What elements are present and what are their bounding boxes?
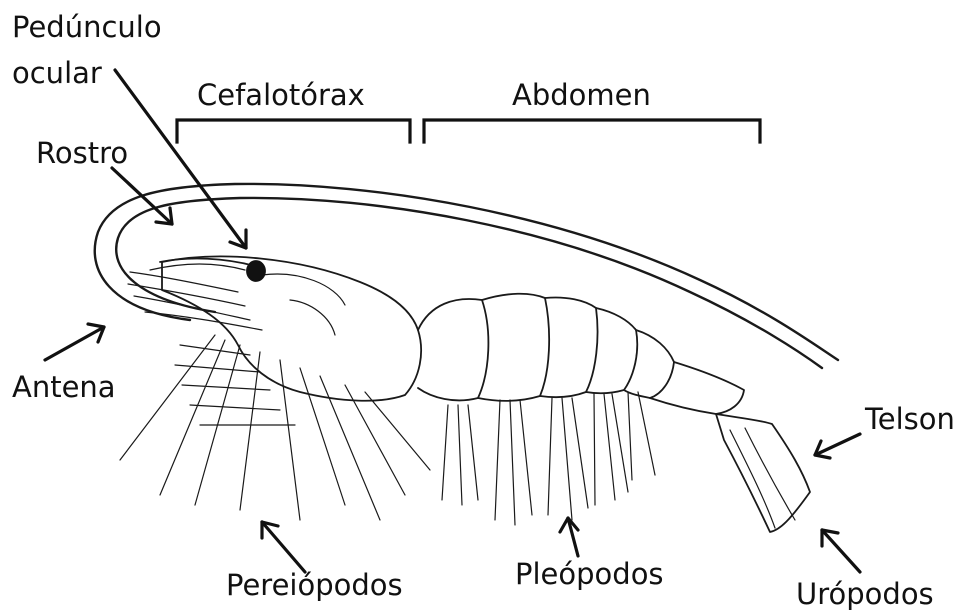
antenna-arrow [45,324,104,360]
rostrum-label: Rostro [36,136,128,170]
pereiopods-arrow [262,522,305,572]
telson-shape [716,414,810,532]
pleopods-drawing [442,392,655,525]
uropods-arrow [822,530,860,572]
rostrum-arrow [112,168,172,224]
eye [247,261,265,281]
antenna-label: Antena [12,370,116,404]
pereiopods-label: Pereiópodos [226,568,403,602]
peduncle-label-line2: ocular [12,56,102,90]
abdomen-segment-1 [418,299,488,400]
pleopods-arrow [560,518,578,556]
telson-arrow [815,434,860,458]
pleopods-label: Pleópodos [515,557,664,591]
abdomen-label: Abdomen [512,78,651,112]
pereiopods-drawing [120,335,430,520]
abdomen-segment-4 [586,308,637,393]
cephalothorax-label: Cefalotórax [197,78,365,112]
peduncle-label-line1: Pedúnculo [12,10,162,44]
abdomen-segment-5 [624,330,674,398]
antenna-flagellum-inner [116,198,822,368]
carapace [162,256,421,400]
uropods-label: Urópodos [796,577,934,611]
telson-label: Telson [865,402,955,436]
antenna-flagellum-outer [95,184,838,360]
abdomen-brace [424,120,760,142]
cephalothorax-brace [177,120,410,142]
